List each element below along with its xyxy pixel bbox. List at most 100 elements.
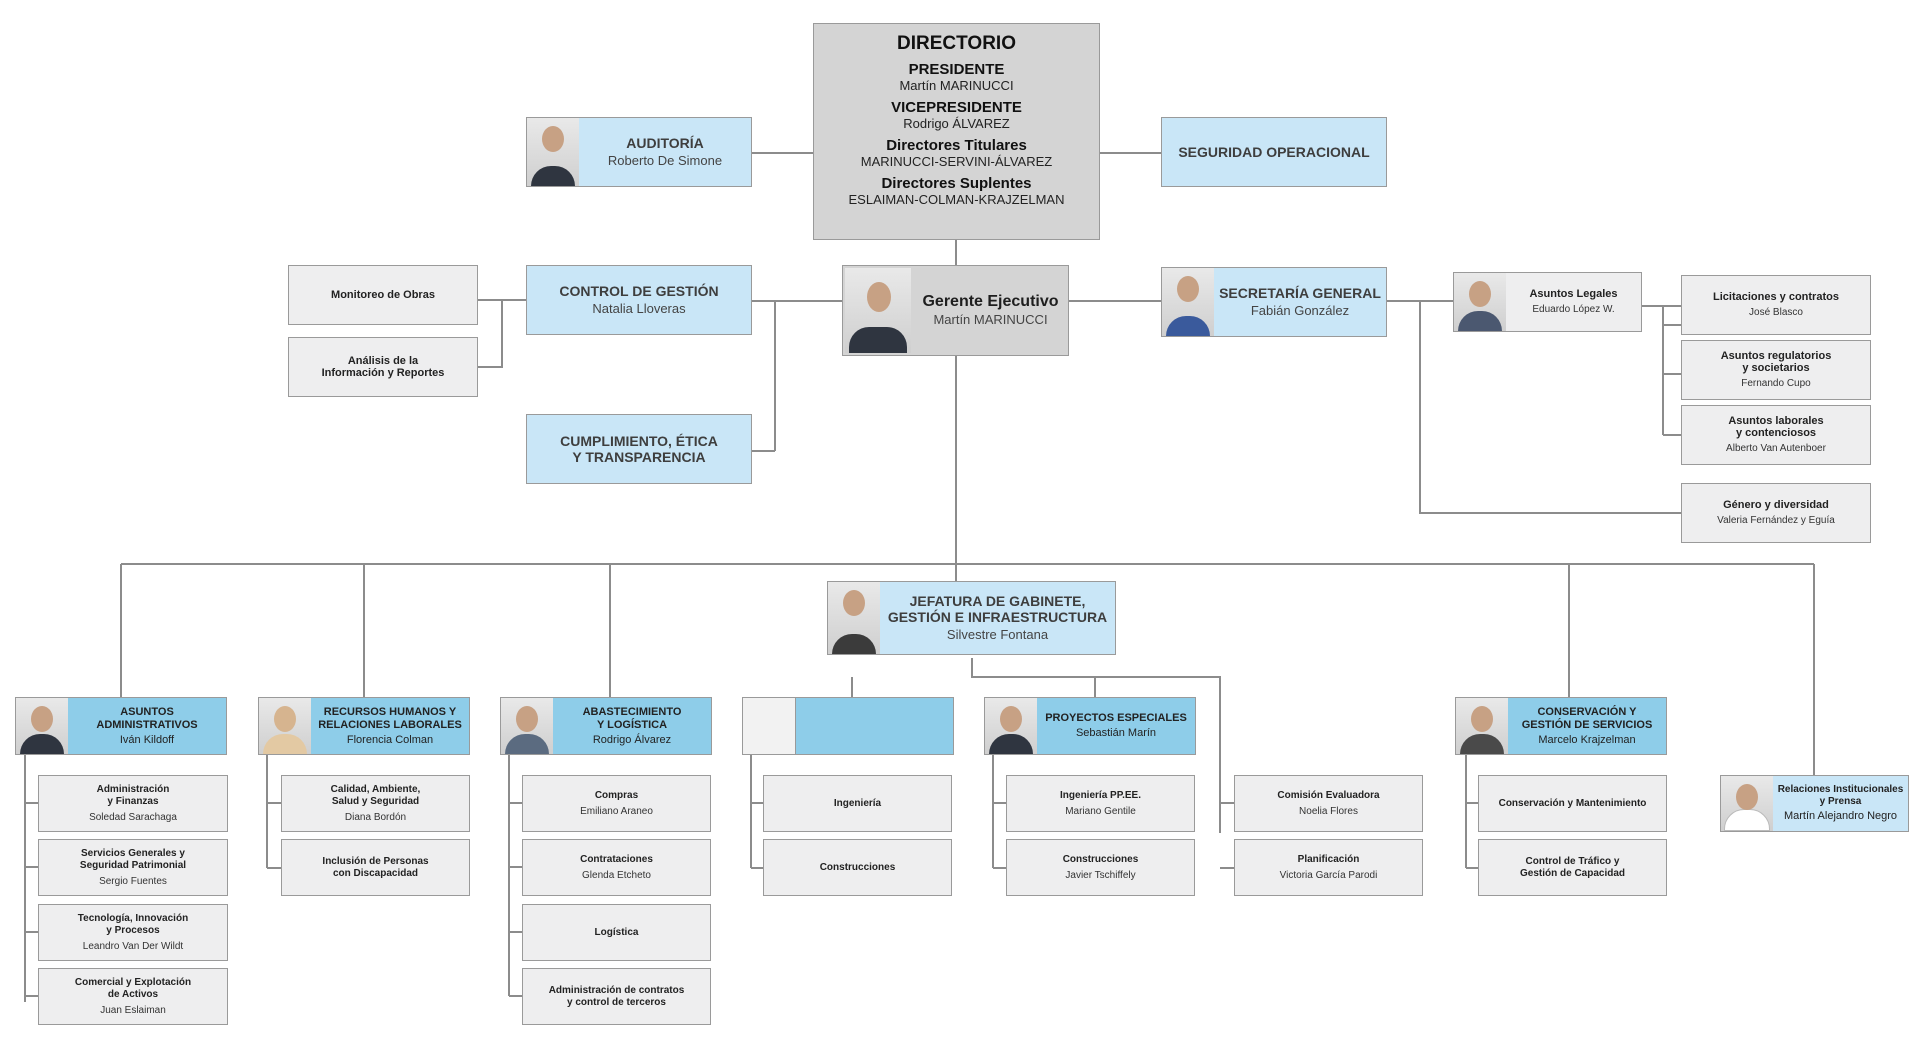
sub-area-title: Compras [594,789,639,801]
legales-child-title: Licitaciones y contratos [1713,291,1839,303]
genero-box: Género y diversidad Valeria Fernández y … [1681,483,1871,543]
analisis-title: Análisis de la Información y Reportes [321,355,445,379]
sub-area-name: Diana Bordón [344,811,407,823]
sub-area-title: Administración de contratos y control de… [548,984,685,1008]
sub-area-title: Tecnología, Innovación y Procesos [77,912,189,936]
sub-area-box: Control de Tráfico y Gestión de Capacida… [1478,839,1667,896]
relaciones-title: Relaciones Institucionales y Prensa [1777,784,1904,807]
area-head-name: Marcelo Krajzelman [1538,733,1636,746]
cumplimiento-box: CUMPLIMIENTO, ÉTICA Y TRANSPARENCIA [526,414,752,484]
control-gestion-title: CONTROL DE GESTIÓN [559,283,719,299]
sub-area-title: Ingeniería [833,797,882,809]
area-head-name: Iván Kildoff [119,733,175,746]
legales-child-name: Fernando Cupo [1741,378,1811,389]
person-photo [259,698,311,754]
area-head-title: RECURSOS HUMANOS Y RELACIONES LABORALES [318,705,462,731]
gerente-box: Gerente Ejecutivo Martín MARINUCCI [842,265,1069,356]
sub-area-box: Compras Emiliano Araneo [522,775,711,832]
asuntos-legales-title: Asuntos Legales [1529,288,1618,300]
sub-area-title: Conservación y Mantenimiento [1498,797,1647,809]
sub-area-name: Sergio Fuentes [99,875,167,887]
person-photo [845,268,911,353]
sub-area-name: Emiliano Araneo [580,805,653,817]
sub-area-box: Ingeniería PP.EE. Mariano Gentile [1006,775,1195,832]
sub-area-name: Glenda Etcheto [582,869,651,881]
sub-area-box: Ingeniería [763,775,952,832]
monitoreo-box: Monitoreo de Obras [288,265,478,325]
legales-child-title: Asuntos laborales y contenciosos [1728,415,1824,439]
directorio-names: Rodrigo ÁLVAREZ [903,116,1010,131]
control-gestion-name: Natalia Lloveras [592,301,686,316]
person-photo [501,698,553,754]
genero-name: Valeria Fernández y Eguía [1717,515,1835,526]
person-photo [1454,273,1506,331]
relaciones-name: Martín Alejandro Negro [1783,810,1898,822]
sub-area-title: Contrataciones [580,853,653,865]
empty-photo-frame [743,698,796,754]
sub-area-title: Servicios Generales y Seguridad Patrimon… [79,847,187,871]
sub-area-box: Logística [522,904,711,961]
sub-area-title: Administración y Finanzas [96,783,170,807]
directorio-role: VICEPRESIDENTE [891,99,1022,116]
person-photo [985,698,1037,754]
sub-area-title: Inclusión de Personas con Discapacidad [322,855,429,879]
auditoria-box: AUDITORÍA Roberto De Simone [526,117,752,187]
sub-area-name: Noelia Flores [1299,805,1358,817]
sub-area-title: Calidad, Ambiente, Salud y Seguridad [330,783,421,807]
cumplimiento-title: CUMPLIMIENTO, ÉTICA Y TRANSPARENCIA [560,433,718,465]
sub-area-box: Contrataciones Glenda Etcheto [522,839,711,896]
sub-area-name: Javier Tschiffely [1065,869,1136,881]
monitoreo-title: Monitoreo de Obras [331,289,435,301]
area-head-name: Rodrigo Álvarez [592,733,672,746]
seguridad-box: SEGURIDAD OPERACIONAL [1161,117,1387,187]
secretaria-box: SECRETARÍA GENERAL Fabián González [1161,267,1387,337]
sub-area-title: Construcciones [1062,853,1139,865]
auditoria-name: Roberto De Simone [607,153,723,168]
asuntos-legales-name: Eduardo López W. [1532,304,1615,315]
gerente-name: Martín MARINUCCI [933,311,1048,327]
area-head-title: ABASTECIMIENTO Y LOGÍSTICA [582,705,682,731]
jefatura-box: JEFATURA DE GABINETE, GESTIÓN E INFRAEST… [827,581,1116,655]
sub-area-title: Ingeniería PP.EE. [1060,789,1141,801]
sub-area-box: Inclusión de Personas con Discapacidad [281,839,470,896]
sub-area-box: Construcciones Javier Tschiffely [1006,839,1195,896]
relaciones-box: Relaciones Institucionales y Prensa Mart… [1720,775,1909,832]
area-head-title: ASUNTOS ADMINISTRATIVOS [96,705,198,731]
directorio-title: DIRECTORIO [897,33,1016,54]
legales-child-box: Licitaciones y contratos José Blasco [1681,275,1871,335]
sub-area-box: Planificación Victoria García Parodi [1234,839,1423,896]
area-head-title: CONSERVACIÓN Y GESTIÓN DE SERVICIOS [1521,705,1653,731]
sub-area-box: Calidad, Ambiente, Salud y Seguridad Dia… [281,775,470,832]
secretaria-title: SECRETARÍA GENERAL [1219,285,1381,301]
person-photo [527,118,579,186]
jefatura-title: JEFATURA DE GABINETE, GESTIÓN E INFRAEST… [887,593,1108,625]
person-photo [1456,698,1508,754]
area-head-box: ABASTECIMIENTO Y LOGÍSTICA Rodrigo Álvar… [500,697,712,755]
sub-area-title: Comisión Evaluadora [1277,789,1380,801]
directorio-role: Directores Titulares [886,137,1027,154]
area-head-name: Florencia Colman [346,733,434,746]
sub-area-box: Construcciones [763,839,952,896]
person-photo [16,698,68,754]
auditoria-title: AUDITORÍA [626,135,704,151]
sub-area-name: Victoria García Parodi [1279,869,1378,881]
sub-area-title: Planificación [1297,853,1360,865]
area-head-box-empty [742,697,954,755]
area-head-box: CONSERVACIÓN Y GESTIÓN DE SERVICIOS Marc… [1455,697,1667,755]
sub-area-title: Construcciones [819,861,896,873]
secretaria-name: Fabián González [1250,303,1350,318]
sub-area-name: Mariano Gentile [1065,805,1136,817]
sub-area-name: Soledad Sarachaga [89,811,177,823]
sub-area-box: Comercial y Explotación de Activos Juan … [38,968,228,1025]
directorio-names: ESLAIMAN-COLMAN-KRAJZELMAN [848,192,1065,207]
control-gestion-box: CONTROL DE GESTIÓN Natalia Lloveras [526,265,752,335]
analisis-box: Análisis de la Información y Reportes [288,337,478,397]
genero-title: Género y diversidad [1723,499,1829,511]
area-head-box: PROYECTOS ESPECIALES Sebastián Marín [984,697,1196,755]
sub-area-box: Conservación y Mantenimiento [1478,775,1667,832]
sub-area-name: Juan Eslaiman [100,1004,166,1016]
sub-area-box: Tecnología, Innovación y Procesos Leandr… [38,904,228,961]
area-head-box: ASUNTOS ADMINISTRATIVOS Iván Kildoff [15,697,227,755]
